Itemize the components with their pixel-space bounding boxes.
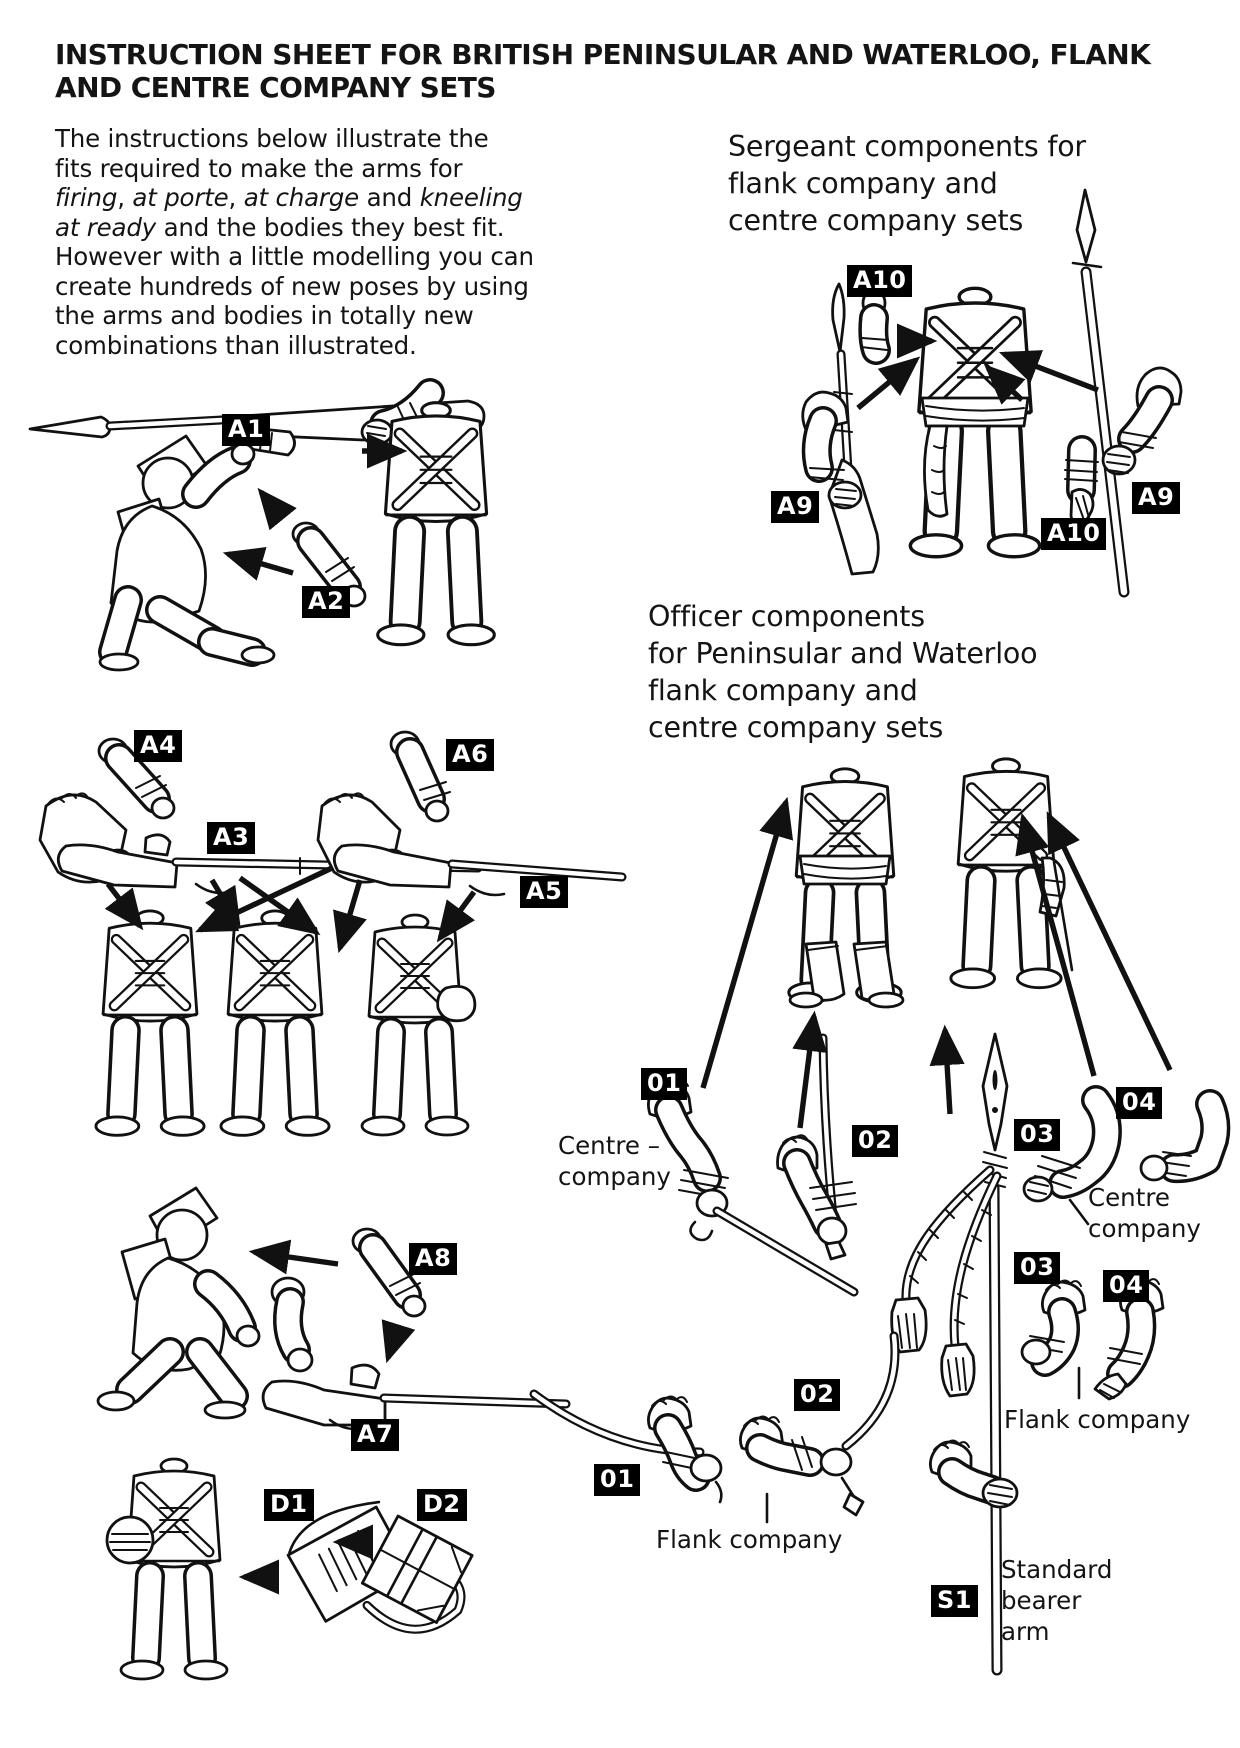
sergeant-body-illustration [910,288,1039,556]
pack-diagram [105,1459,474,1679]
arrow [248,1239,339,1275]
part-label-03-flank: 03 [1014,1252,1061,1284]
part-label-01-centre: 01 [641,1068,688,1100]
arrow [1046,811,1173,1072]
arrow [333,879,367,954]
intro-text-segment-italic: kneeling at ready [55,183,523,242]
part-label-04-flank: 04 [1103,1270,1150,1302]
arm-04-centre [1139,1089,1231,1184]
sabre-arm-01-flank [529,1389,723,1504]
part-label-d2: D2 [417,1489,467,1521]
intro-text-segment-italic: at charge [243,183,360,212]
part-label-a9-left: A9 [771,491,820,523]
part-label-a10-bottom: A10 [1041,518,1107,550]
arrow [257,487,297,531]
arm-musket-a7-illustration [261,1276,571,1431]
part-label-a4: A4 [134,730,183,762]
forearm-a2-illustration [291,521,367,608]
arrow [856,356,921,411]
part-label-d1: D1 [264,1489,314,1521]
caption-flank-company-left: Flank company [656,1525,843,1554]
arrow [984,364,1026,405]
arm-03-centre [1022,1085,1122,1203]
officer-body-left [789,769,903,1007]
caption-centre-company-right: Centre company [1088,1183,1201,1243]
intro-text-segment: , [228,183,244,212]
arrow [238,875,321,936]
caption-flank-company-right: Flank company [1004,1405,1191,1434]
sergeant-section-heading: Sergeant components for flank company an… [728,130,1086,237]
haversack [436,984,477,1023]
standing-body-bottom [121,1459,227,1679]
kneeling-figure-2 [96,1186,261,1420]
part-label-a1: A1 [222,414,271,446]
part-label-s1: S1 [931,1585,978,1617]
standing-body-illustration [378,403,495,645]
arm-a10-bottom-illustration [1064,435,1099,530]
kneeling-at-ready-diagram [28,378,495,672]
arm-a4-illustration [97,737,176,820]
caption-centre-company-left: Centre – company [558,1131,671,1191]
arrow [104,882,144,931]
arm-03-flank [1020,1279,1087,1377]
firing-body-1 [96,911,204,1135]
firing-body-3 [362,915,468,1135]
part-label-a2: A2 [302,586,351,618]
arm-a10-top-illustration [858,283,891,365]
page-title: INSTRUCTION SHEET FOR BRITISH PENINSULAR… [55,38,1151,105]
intro-paragraph: The instructions below illustrate the fi… [55,124,655,360]
arm-a9-musket-illustration [801,282,880,576]
part-label-a3: A3 [207,822,256,854]
intro-text-segment: and the bodies they best fit. However wi… [55,212,534,360]
arrow [222,547,294,581]
arrow [792,1010,828,1129]
officer-section-heading: Officer components for Peninsular and Wa… [648,600,1038,744]
part-label-02-flank: 02 [794,1379,841,1411]
arrow [929,1024,965,1115]
part-label-a9-right: A9 [1132,482,1181,514]
part-label-a5: A5 [520,876,569,908]
arrow [436,890,477,943]
kneeling-a7-diagram [96,1186,571,1431]
part-label-04-centre: 04 [1116,1087,1163,1119]
arrow [381,1319,416,1364]
kneeling-firing-figure [98,434,276,672]
part-label-a6: A6 [446,739,495,771]
intro-text-segment-italic: at porte [132,183,229,212]
leader-line [1068,1198,1090,1226]
caption-standard-bearer-arm: Standard bearer arm [1001,1555,1113,1646]
arrow [998,350,1099,393]
officer-body-right [951,759,1072,988]
part-label-03-centre: 03 [1014,1119,1061,1151]
intro-text-segment: , [117,183,133,212]
arm-a8-illustration [351,1227,427,1318]
arrow [1015,812,1097,1077]
arm-a9-pike-illustration [1101,366,1183,476]
firing-body-2 [221,911,329,1135]
intro-text-segment: and [359,183,420,212]
part-label-a8: A8 [409,1243,458,1275]
canteen [105,1515,155,1565]
intro-text-segment-italic: firing [55,183,118,212]
arrow [700,796,794,1089]
standard-bearer-arm-s1 [929,1439,1019,1509]
intro-text-segment: The instructions below illustrate the fi… [55,124,489,183]
officer-components-diagram [529,759,1231,1676]
firing-fit-diagram [38,730,627,1135]
part-label-a7: A7 [351,1419,400,1451]
part-label-01-flank: 01 [594,1464,641,1496]
sword-arm-02-centre [776,1033,857,1261]
part-label-02-centre: 02 [852,1125,899,1157]
half-pike-illustration [1071,188,1130,598]
sergeant-components-diagram [801,188,1183,598]
arm-a6-illustration [389,730,451,823]
musket-a5-illustration [332,843,627,897]
sabre-arm-02-flank [739,1331,900,1517]
standard-pole-illustration [890,1032,1009,1676]
pack-d2-illustration [360,1514,474,1624]
part-label-a10-top: A10 [847,265,913,297]
